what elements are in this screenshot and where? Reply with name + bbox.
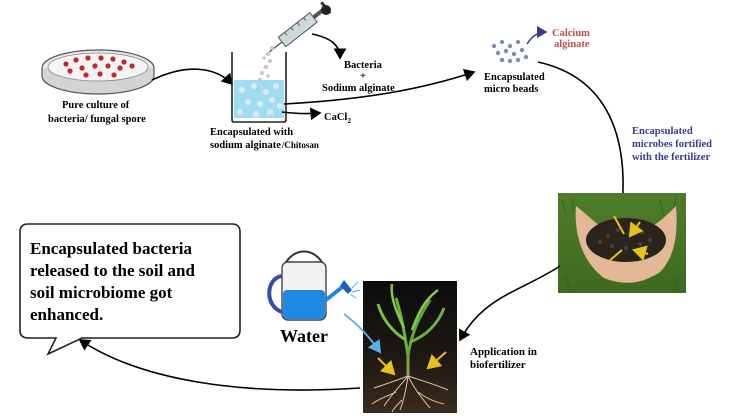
application-label: Application in biofertilizer: [470, 346, 540, 371]
petri-dish-icon: [41, 49, 155, 95]
arrow-water-to-plant: [343, 313, 382, 354]
water-label: Water: [280, 326, 328, 346]
arrow-beaker-to-beads: [283, 68, 476, 105]
arrow-beaker-to-cacl2: [281, 107, 322, 121]
syringe-plunger-icon: [321, 5, 331, 15]
watering-can-icon: [267, 250, 361, 321]
callout-bubble: [19, 223, 241, 356]
arrow-petri-to-beaker: [151, 68, 234, 86]
arrow-to-calcium-alginate: [526, 26, 548, 45]
arrow-beads-to-hands: [537, 61, 630, 210]
micro-beads-icon: [491, 39, 529, 64]
encapsulated-with-label: Encapsulated with sodium alginate/Chitos…: [210, 127, 319, 151]
fortified-label: Encapsulated microbes fortified with the…: [632, 126, 715, 163]
calcium-alginate-label: Calcium alginate: [552, 28, 593, 50]
pure-culture-label: Pure culture of bacteria/ fungal spore: [48, 100, 146, 125]
arrow-hands-to-plant: [458, 265, 561, 342]
callout-text: Encapsulated bacteria released to the so…: [30, 239, 199, 324]
arrow-syringe-to-label: [311, 33, 347, 60]
beaker-icon: [231, 52, 287, 123]
micro-beads-label: Encapsulated micro beads: [484, 72, 547, 95]
cacl2-label: CaCl2: [324, 112, 351, 125]
bacteria-alginate-label: Bacteria + Sodium alginate: [322, 60, 395, 94]
hands-soil-photo: [558, 193, 686, 293]
arrow-plant-to-callout: [78, 339, 361, 391]
